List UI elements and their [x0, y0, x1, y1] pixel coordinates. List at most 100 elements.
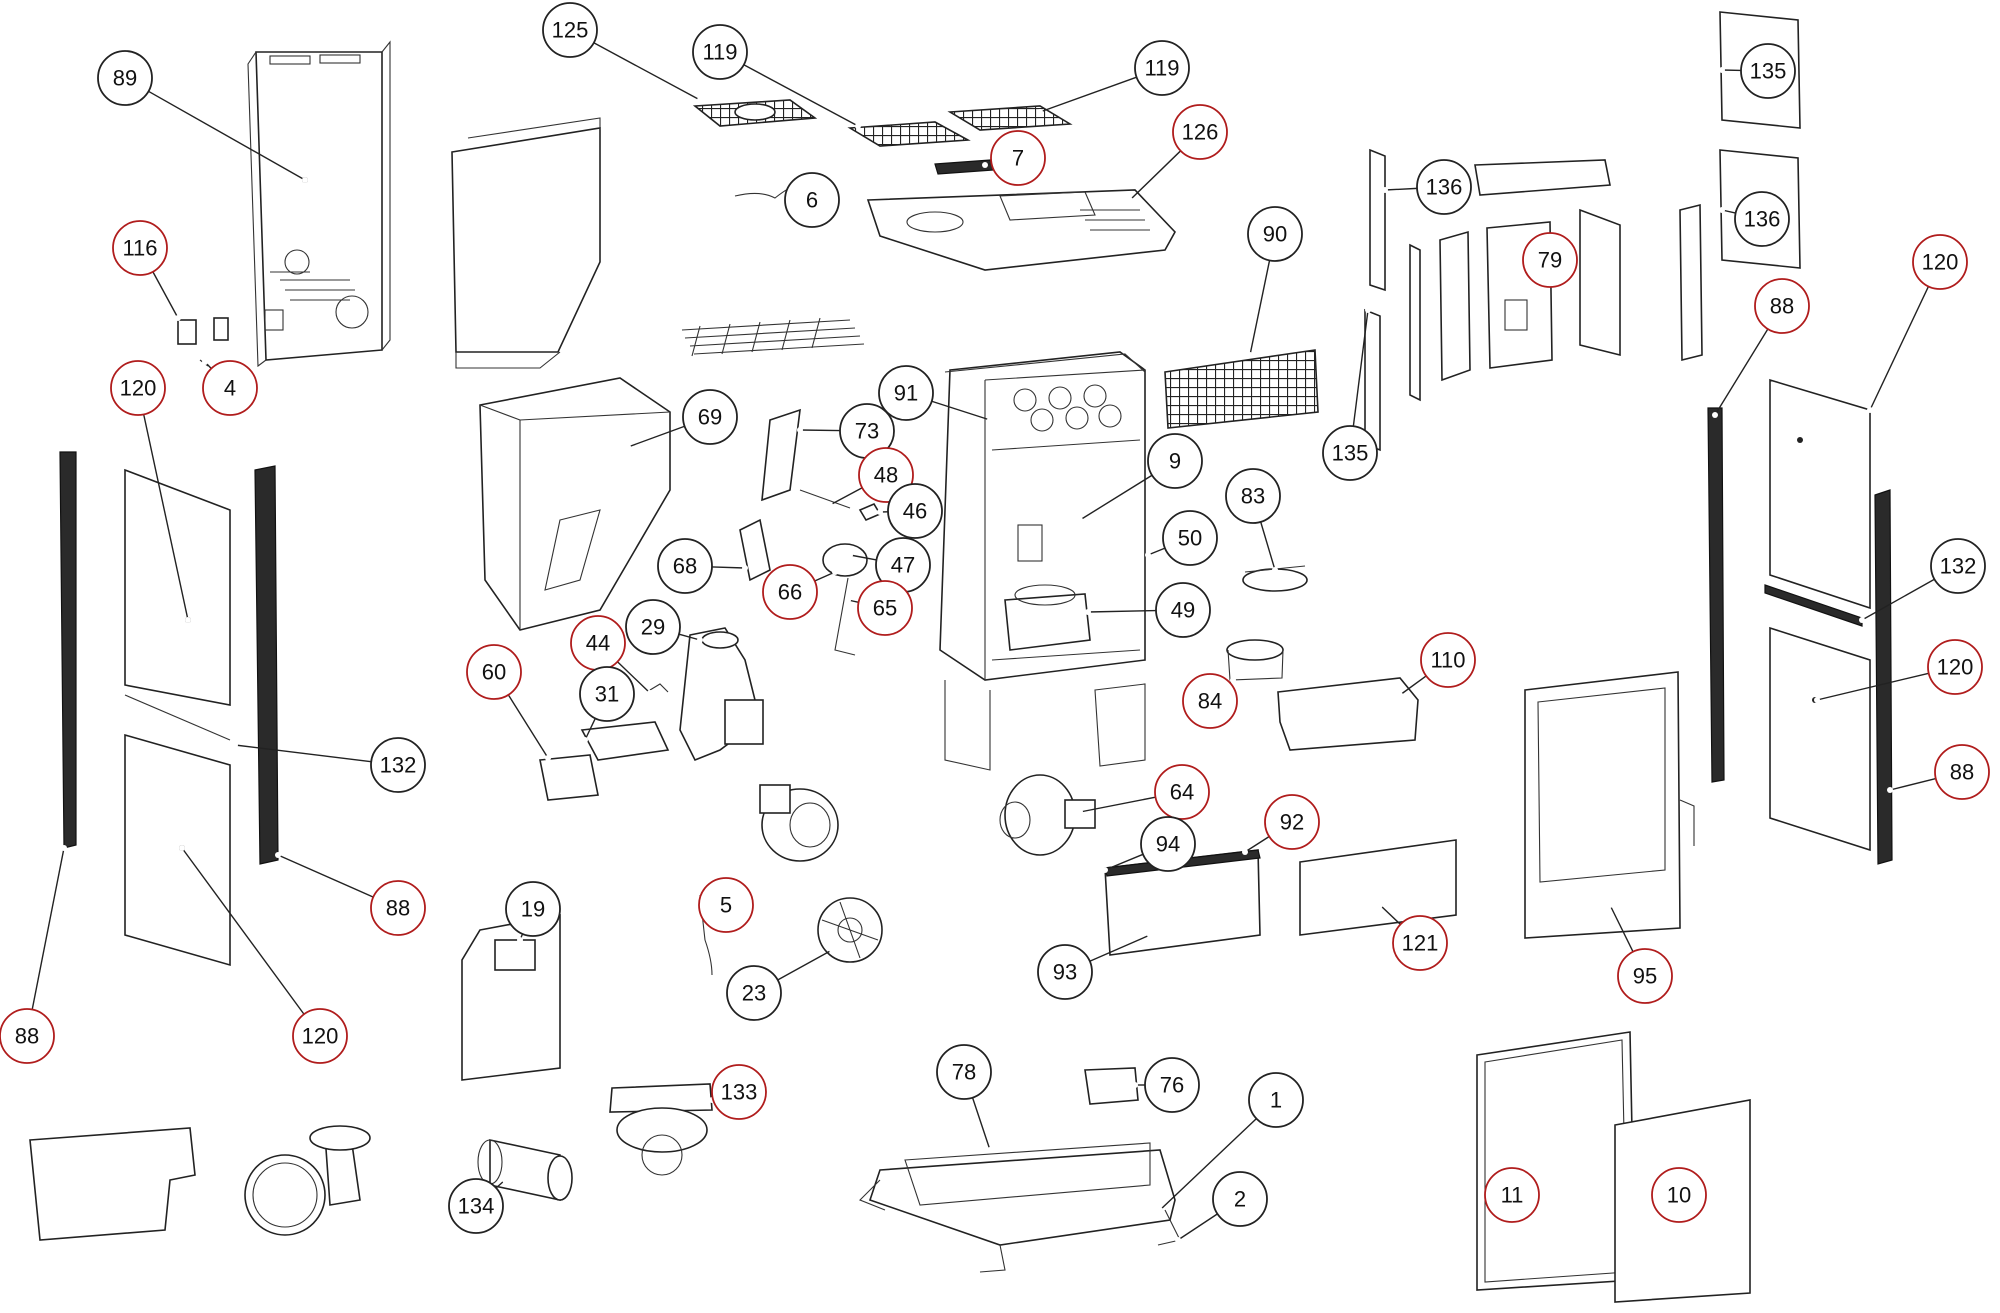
callout-circle: [1162, 510, 1218, 566]
callout-label: 136: [1426, 175, 1463, 200]
callout-circle: [1754, 278, 1810, 334]
leader-line: [584, 718, 596, 741]
callout-label: 136: [1744, 207, 1781, 232]
leader-dot: [1127, 197, 1133, 203]
callout-circle: [1172, 104, 1228, 160]
callout-circle: [657, 538, 713, 594]
leader-dot: [647, 690, 653, 696]
grill-rack-part: [681, 317, 865, 357]
callout-circle: [1247, 206, 1303, 262]
leader-dot: [1145, 552, 1151, 558]
callout-46: 46: [877, 483, 943, 539]
callout-circle: [1140, 816, 1196, 872]
callout-label: 93: [1053, 960, 1077, 985]
callout-49: 49: [1085, 582, 1211, 638]
callout-94: 94: [1102, 816, 1196, 873]
callout-label: 125: [552, 18, 589, 43]
grille-90: [1164, 349, 1319, 429]
callout-label: 50: [1178, 526, 1202, 551]
leader-dot: [982, 162, 988, 168]
callout-label: 29: [641, 615, 665, 640]
callout-label: 10: [1667, 1183, 1691, 1208]
feed-tube-29: [679, 627, 764, 762]
leader-line: [711, 566, 746, 569]
hopper-69: [479, 377, 671, 631]
callout-2: 2: [1175, 1171, 1268, 1243]
leader-line: [1260, 521, 1276, 571]
leader-dot: [1077, 809, 1083, 815]
right-panels: [1707, 378, 1893, 865]
leader-line: [1379, 904, 1401, 925]
callout-circle: [990, 130, 1046, 186]
callout-circle: [726, 965, 782, 1021]
leader-dot: [1719, 67, 1725, 73]
callout-circle: [1651, 1167, 1707, 1223]
callout-label: 110: [1430, 648, 1465, 673]
callout-circle: [466, 644, 522, 700]
callout-circle: [625, 599, 681, 655]
leader-line: [507, 694, 549, 759]
leader-dot: [1132, 1082, 1138, 1088]
callout-circle: [110, 360, 166, 416]
callout-label: 47: [891, 553, 915, 578]
callout-125: 125: [542, 2, 703, 103]
callout-label: 19: [521, 897, 545, 922]
callout-circle: [711, 1064, 767, 1120]
callout-110: 110: [1397, 632, 1476, 698]
callout-label: 92: [1280, 810, 1304, 835]
callout-circle: [698, 877, 754, 933]
callout-label: 48: [874, 463, 898, 488]
callout-label: 49: [1171, 598, 1195, 623]
side-panel-part: [451, 117, 601, 369]
leader-dot: [1175, 1237, 1181, 1243]
callout-label: 5: [720, 893, 732, 918]
leader-dot: [502, 1177, 508, 1183]
callout-label: 95: [1633, 964, 1657, 989]
callout-label: 120: [1922, 250, 1959, 275]
leader-dot: [1230, 677, 1236, 683]
callout-circle: [0, 1008, 55, 1064]
callout-circle: [1912, 234, 1968, 290]
fan-64: [999, 774, 1096, 856]
leader-dot: [625, 444, 631, 450]
callout-label: 90: [1263, 222, 1287, 247]
leader-line: [1861, 578, 1935, 621]
callout-1: 1: [1157, 1072, 1304, 1213]
leader-line: [1714, 328, 1769, 416]
callout-label: 66: [778, 580, 802, 605]
leader-line: [627, 425, 685, 448]
callout-90: 90: [1247, 206, 1303, 358]
leader-line: [1352, 309, 1369, 427]
callout-circle: [1225, 468, 1281, 524]
leader-line: [1089, 934, 1151, 962]
part-76: [1084, 1067, 1139, 1105]
callout-label: 88: [1950, 760, 1974, 785]
leader-line: [1104, 853, 1144, 871]
leader-line: [777, 949, 833, 981]
callout-label: 88: [1770, 294, 1794, 319]
callout-circle: [370, 880, 426, 936]
glass-121: [1299, 839, 1457, 936]
callout-88: 88: [0, 845, 67, 1064]
callout-label: 120: [1937, 655, 1974, 680]
callout-label: 31: [595, 682, 619, 707]
callout-68: 68: [657, 538, 748, 594]
burner-rings: [1226, 565, 1308, 681]
leader-dot: [1887, 787, 1893, 793]
callout-label: 65: [873, 596, 897, 621]
callout-circle: [1734, 191, 1790, 247]
callout-50: 50: [1145, 510, 1218, 566]
callout-circle: [1154, 764, 1210, 820]
leader-line: [152, 271, 179, 319]
leader-line: [1816, 672, 1929, 701]
callout-120: 120: [1814, 639, 1983, 703]
leader-dot: [61, 845, 67, 851]
callout-120: 120: [110, 360, 191, 623]
leader-line: [1079, 474, 1153, 521]
leader-line: [814, 571, 836, 582]
leader-line: [971, 1097, 991, 1151]
callout-label: 84: [1198, 689, 1222, 714]
leader-dot: [1147, 932, 1153, 938]
callout-label: 79: [1538, 248, 1562, 273]
